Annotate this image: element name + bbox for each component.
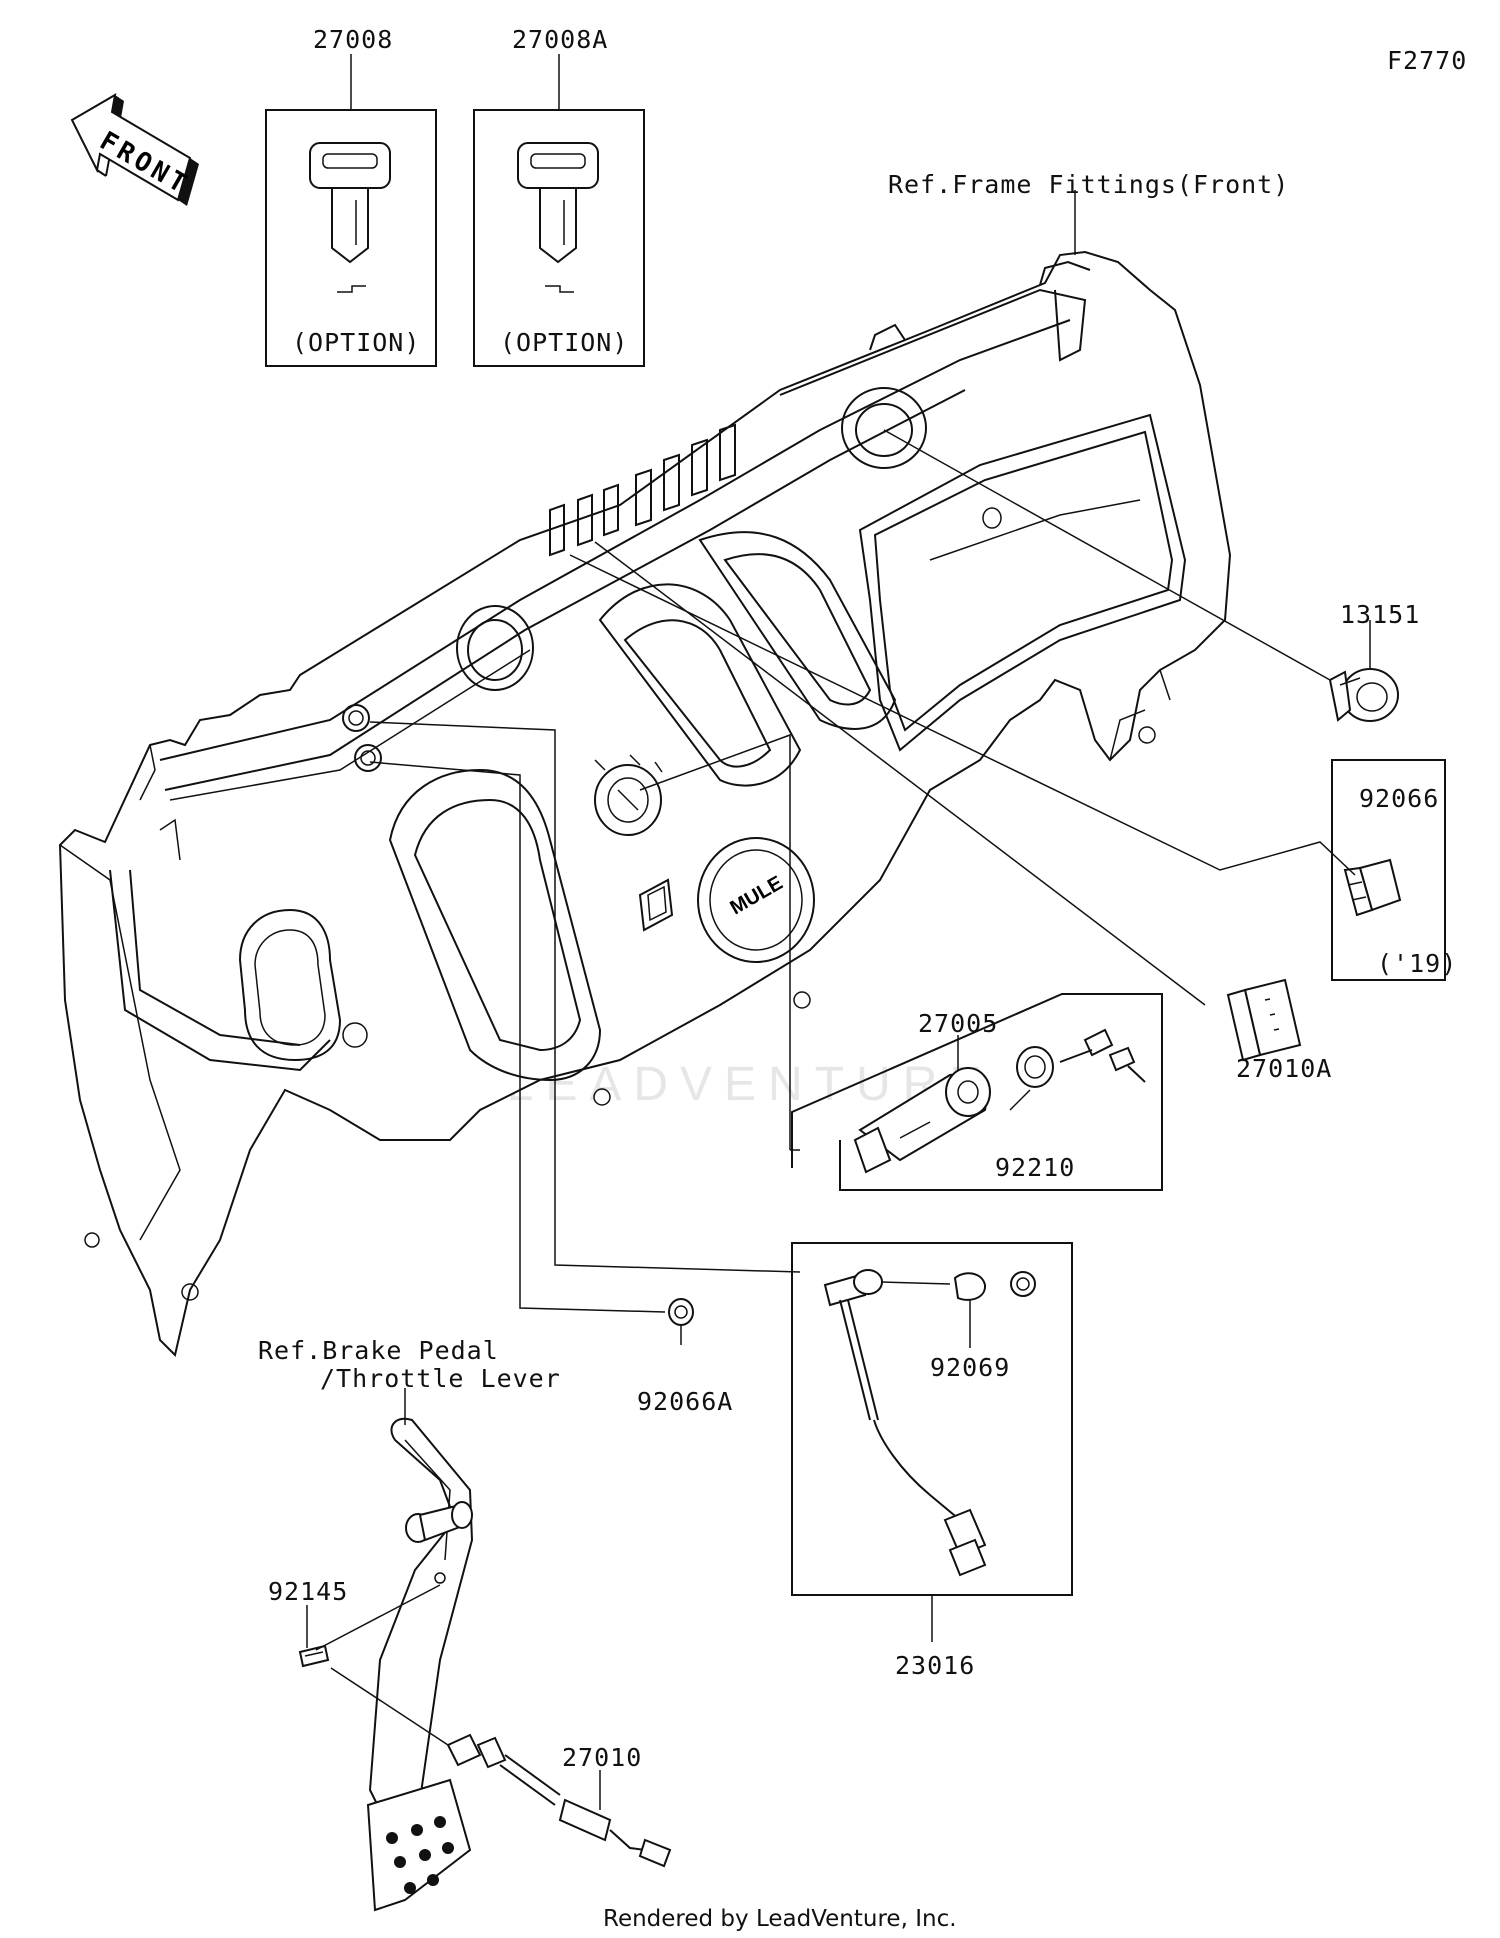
brake-pedal-icon <box>366 1417 474 1912</box>
key-icon <box>309 142 391 293</box>
ref-brake-pedal: Ref.Brake Pedal <box>258 1336 499 1365</box>
power-socket-icon <box>1328 668 1399 722</box>
option-label: (OPTION) <box>292 328 421 357</box>
keys-icon <box>1059 1028 1146 1083</box>
part-label-92210: 92210 <box>995 1153 1076 1182</box>
part-box-27005 <box>791 993 1163 1191</box>
year-note: ('19) <box>1377 949 1458 978</box>
part-label-92145: 92145 <box>268 1577 349 1606</box>
footer-credit: Rendered by LeadVenture, Inc. <box>603 1906 957 1932</box>
part-label-27008: 27008 <box>313 25 394 54</box>
sensor-switch-icon <box>823 1269 987 1577</box>
ref-frame-fittings: Ref.Frame Fittings(Front) <box>888 170 1290 199</box>
part-label-92069: 92069 <box>930 1353 1011 1382</box>
part-label-27005: 27005 <box>918 1009 999 1038</box>
front-arrow-icon: FRONT <box>70 93 199 206</box>
ignition-switch-icon <box>853 1067 991 1174</box>
dashboard-panel: MULE <box>58 250 1232 1357</box>
clip-icon <box>298 1644 330 1668</box>
rocker-switch-blank-icon <box>1343 858 1402 917</box>
part-box-92066 <box>1331 759 1446 981</box>
key-icon <box>517 142 599 293</box>
part-label-27008A: 27008A <box>512 25 609 54</box>
part-label-27010: 27010 <box>562 1743 643 1772</box>
cap-icon <box>953 1271 1036 1301</box>
part-label-92066A: 92066A <box>637 1387 734 1416</box>
part-label-23016: 23016 <box>895 1651 976 1680</box>
brake-switch-icon <box>446 1733 672 1868</box>
rocker-switch-icon <box>1226 978 1302 1062</box>
part-label-13151: 13151 <box>1340 600 1421 629</box>
nut-icon <box>1016 1046 1054 1088</box>
part-label-27010A: 27010A <box>1236 1054 1333 1083</box>
part-label-92066: 92066 <box>1359 784 1440 813</box>
grommet-icon <box>668 1298 694 1326</box>
figure-code: F2770 <box>1387 46 1468 75</box>
leader-lines <box>369 429 1356 1313</box>
option-label: (OPTION) <box>500 328 629 357</box>
ref-throttle-lever: /Throttle Lever <box>320 1364 561 1393</box>
